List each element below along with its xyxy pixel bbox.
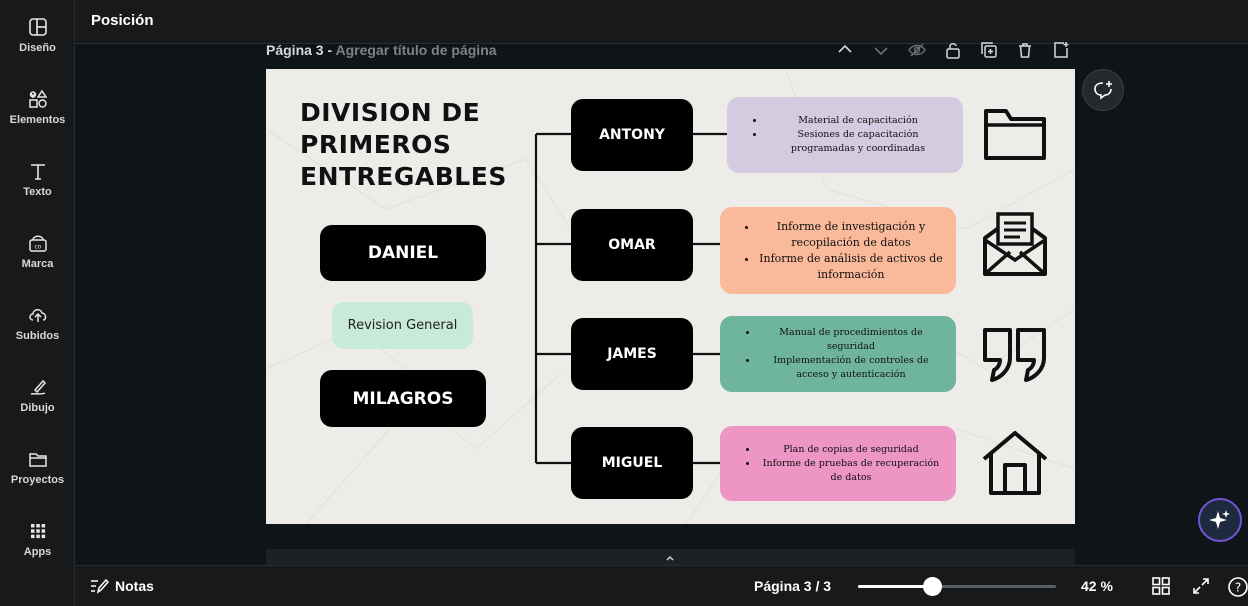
trash-icon — [1019, 43, 1031, 58]
add-page-icon — [1054, 42, 1069, 58]
chevron-up-icon — [666, 556, 674, 561]
rail-item-subidos[interactable]: Subidos — [0, 298, 75, 358]
task-item: Implementación de controles de acceso y … — [758, 354, 944, 382]
task-item: Sesiones de capacitación programadas y c… — [765, 128, 951, 156]
task-card-miguel: Plan de copias de seguridad Informe de p… — [720, 426, 956, 501]
task-item: Informe de investigación y recopilación … — [758, 219, 944, 251]
rail-label: Proyectos — [10, 474, 65, 486]
notes-button[interactable]: Notas — [89, 577, 154, 595]
rail-label: Texto — [23, 186, 52, 198]
review-label: Revision General — [332, 302, 473, 349]
position-tab[interactable]: Posición — [91, 12, 154, 29]
folder-icon — [28, 453, 47, 467]
slide-title: DIVISION DE PRIMEROS ENTREGABLES — [300, 97, 520, 193]
quote-icon — [983, 328, 1046, 382]
title-line: PRIMEROS — [300, 130, 452, 159]
rail-item-dibujo[interactable]: Dibujo — [0, 370, 75, 430]
rail-item-diseno[interactable]: Diseño — [0, 10, 75, 70]
task-item: Informe de pruebas de recuperación de da… — [758, 457, 944, 485]
person-pill-milagros: MILAGROS — [320, 370, 486, 427]
folder-icon — [984, 109, 1046, 160]
brand-icon: co — [28, 235, 47, 252]
move-page-up-button[interactable] — [836, 41, 856, 61]
zoom-slider-thumb[interactable] — [923, 577, 942, 596]
task-card-james: Manual de procedimientos de seguridad Im… — [720, 316, 956, 392]
rail-label: Dibujo — [20, 402, 55, 414]
add-page-title-input[interactable]: Agregar título de página — [335, 42, 497, 58]
comment-plus-icon — [1094, 81, 1112, 100]
zoom-slider-fill — [858, 585, 932, 588]
draw-icon — [30, 379, 46, 395]
slide-canvas[interactable]: DIVISION DE PRIMEROS ENTREGABLES DANIEL … — [266, 69, 1075, 524]
person-pill-daniel: DANIEL — [320, 225, 486, 281]
expand-icon — [1193, 578, 1209, 594]
title-line: ENTREGABLES — [300, 162, 507, 191]
task-item: Informe de análisis de activos de inform… — [758, 251, 944, 283]
layout-icon — [28, 18, 47, 36]
task-item: Manual de procedimientos de seguridad — [758, 326, 944, 354]
task-card-antony: Material de capacitación Sesiones de cap… — [727, 97, 963, 173]
rail-label: Elementos — [9, 114, 66, 126]
rail-item-marca[interactable]: co Marca — [0, 226, 75, 286]
rail-item-proyectos[interactable]: Proyectos — [0, 442, 75, 502]
expand-pages-button[interactable] — [630, 552, 710, 566]
add-page-button[interactable] — [1052, 41, 1072, 61]
help-icon: ? — [1228, 577, 1248, 597]
page-count-button[interactable]: Página 3 / 3 — [754, 578, 832, 594]
top-toolbar: Posición — [75, 0, 1248, 44]
duplicate-icon — [981, 42, 997, 58]
hide-page-button[interactable] — [908, 41, 928, 61]
task-card-omar: Informe de investigación y recopilación … — [720, 207, 956, 294]
zoom-value-button[interactable]: 42 % — [1081, 578, 1113, 594]
lock-icon — [946, 43, 960, 59]
upload-cloud-icon — [28, 309, 46, 322]
help-button[interactable]: ? — [1227, 576, 1248, 598]
title-line: DIVISION DE — [300, 98, 481, 127]
sparkle-icon — [1209, 510, 1230, 529]
duplicate-page-button[interactable] — [980, 41, 1000, 61]
rail-item-apps[interactable]: Apps — [0, 514, 75, 574]
grid-view-icon — [1152, 577, 1170, 595]
svg-text:?: ? — [1235, 581, 1241, 595]
fullscreen-button[interactable] — [1191, 576, 1213, 598]
left-sidebar: Diseño Elementos Texto co Marca Subidos … — [0, 0, 75, 606]
apps-grid-icon — [30, 524, 45, 539]
task-item: Material de capacitación — [765, 114, 951, 128]
notes-label: Notas — [115, 578, 154, 594]
person-pill-antony: ANTONY — [571, 99, 693, 171]
grid-view-button[interactable] — [1151, 576, 1173, 598]
chevron-up-icon — [838, 44, 852, 53]
zoom-slider[interactable] — [858, 577, 1056, 596]
person-pill-omar: OMAR — [571, 209, 693, 281]
page-header: Página 3 - Agregar título de página — [266, 42, 497, 58]
magic-assistant-button[interactable] — [1198, 498, 1242, 542]
envelope-icon — [983, 212, 1047, 276]
rail-label: Apps — [23, 546, 52, 558]
person-pill-james: JAMES — [571, 318, 693, 390]
move-page-down-button[interactable] — [872, 41, 892, 61]
rail-label: Subidos — [15, 330, 60, 342]
rail-item-texto[interactable]: Texto — [0, 154, 75, 214]
add-comment-button[interactable] — [1082, 69, 1124, 111]
lock-page-button[interactable] — [944, 41, 964, 61]
task-item: Plan de copias de seguridad — [758, 443, 944, 457]
rail-label: Diseño — [19, 42, 56, 54]
svg-text:co: co — [34, 244, 41, 251]
text-icon — [30, 164, 45, 180]
eye-off-icon — [908, 43, 926, 57]
rail-item-elementos[interactable]: Elementos — [0, 82, 75, 142]
rail-label: Marca — [21, 258, 54, 270]
page-number-label: Página 3 - — [266, 42, 333, 58]
connector-lines — [534, 132, 728, 465]
shapes-icon — [28, 89, 47, 108]
person-pill-miguel: MIGUEL — [571, 427, 693, 499]
chevron-down-icon — [874, 47, 888, 56]
delete-page-button[interactable] — [1016, 41, 1036, 61]
bottom-toolbar: Notas Página 3 / 3 42 % ? — [75, 565, 1248, 606]
house-icon — [982, 431, 1048, 495]
notes-icon — [91, 578, 109, 594]
